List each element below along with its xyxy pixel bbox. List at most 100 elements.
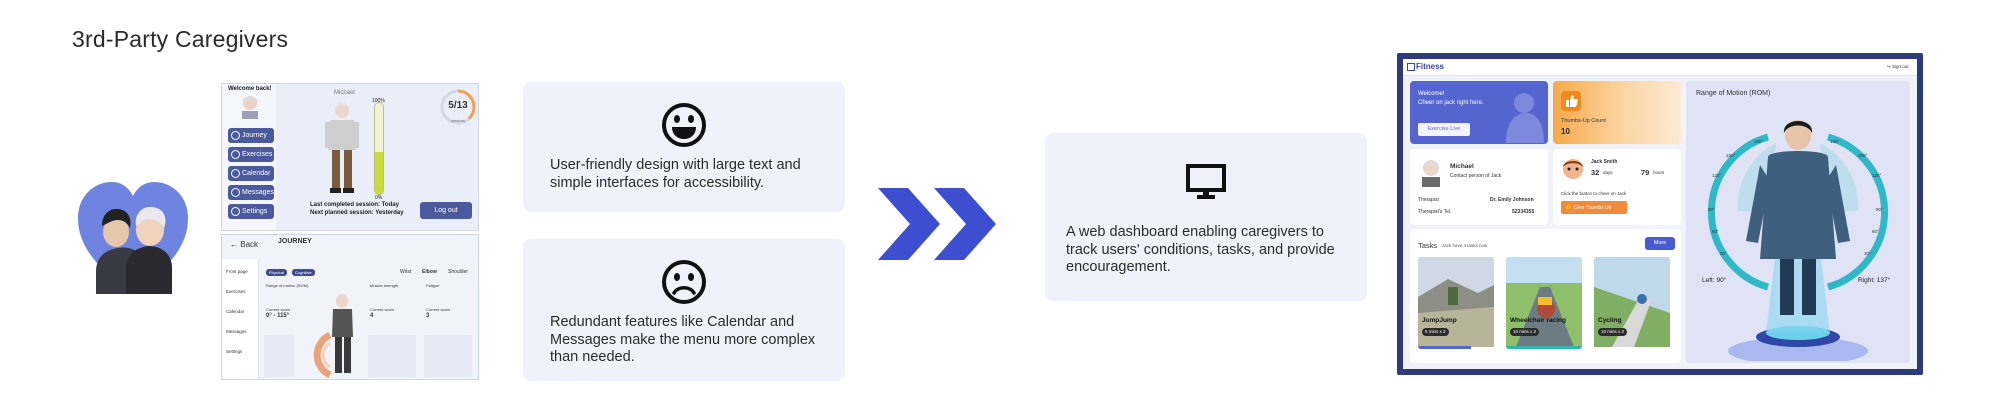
rom-tick-right-top: 180° [1830, 139, 1840, 144]
messages-icon [231, 188, 240, 197]
current-score-label: Current score [370, 307, 395, 312]
nav-messages[interactable]: Messages [226, 329, 247, 334]
strength-column-title: Muscle strength [370, 283, 399, 288]
thumbs-up-icon: 👍 [1565, 204, 1572, 210]
double-chevron-right-icon [878, 188, 996, 260]
joint-elbow[interactable]: Elbow [422, 269, 437, 275]
more-tasks-button[interactable]: More [1645, 237, 1675, 250]
therapist-tel-value: 52334355 [1512, 209, 1535, 215]
patient-days-unit: days [1603, 170, 1613, 175]
rom-gauge [1707, 120, 1889, 361]
therapist-tel-label: Therapist's Tel. [1418, 209, 1452, 215]
fatigue-list-panel [424, 335, 472, 377]
task-progress-bar [1418, 346, 1472, 349]
negative-feedback-text: Redundant features like Calendar and Mes… [550, 314, 816, 365]
tab-cognitive[interactable]: Cognitive [292, 269, 315, 276]
progress-min-label: 0% [375, 195, 383, 201]
nav-settings[interactable]: Settings [226, 349, 243, 354]
positive-feedback-card: User-friendly design with large text and… [523, 82, 845, 212]
give-thumbs-up-button[interactable]: 👍 Give Thumbs Up [1561, 201, 1627, 214]
sign-out-icon: ↪ [1887, 64, 1893, 69]
menu-label: Settings [242, 208, 268, 215]
web-dashboard-text: A web dashboard enabling caregivers to t… [1066, 224, 1335, 275]
patient-info-card: Jack Smith 32 days 79 hours Click the bu… [1553, 149, 1681, 225]
rom-tick-left: 60° [1712, 229, 1719, 234]
rom-title: Range of Motion (ROM) [1696, 90, 1771, 97]
task-duration-badge: 10 mins x 2 [1598, 328, 1628, 336]
task-tile-wheelchair-racing[interactable]: Wheelchair racing 10 mins x 2 [1506, 257, 1582, 349]
menu-exercises-button[interactable]: Exercises [228, 147, 274, 162]
task-tile-cycling[interactable]: Cycling 10 mins x 2 [1594, 257, 1670, 349]
jumpjump-thumbnail [1418, 257, 1494, 347]
calendar-icon [231, 169, 240, 178]
caregiver-info-card: Michael Contact person of Jack Therapist… [1410, 149, 1548, 225]
patient-days: 32 [1591, 168, 1600, 177]
frowning-face-icon [662, 260, 706, 304]
nav-exercises[interactable]: Exercises [226, 289, 246, 294]
thumbs-up-count: 10 [1561, 127, 1570, 136]
welcome-subtext: Cheer on jack right here. [1418, 100, 1484, 106]
last-session-text: Last completed session: Today [310, 202, 399, 208]
negative-feedback-card: Redundant features like Calendar and Mes… [523, 239, 845, 381]
nav-front-page[interactable]: Front page [226, 269, 248, 274]
task-duration-badge: 5 mins x 2 [1422, 328, 1449, 336]
tasks-subtitle: Jack have 4 tasks now [1442, 243, 1488, 248]
web-dashboard-card: A web dashboard enabling caregivers to t… [1045, 133, 1367, 301]
task-name: JumpJump [1422, 317, 1457, 324]
rom-tick-left: 30° [1720, 251, 1727, 256]
rom-tick-right: 60° [1872, 229, 1879, 234]
thumbs-up-card: Thumbs-Up Count 10 [1553, 81, 1681, 144]
rom-column-title: Range of motion (ROM) [266, 283, 309, 288]
task-tile-jumpjump[interactable]: JumpJump 5 mins x 2 [1418, 257, 1494, 349]
tasks-title: Tasks [1418, 241, 1438, 250]
home-sidebar: Welcome back! Journey Exercises Calendar… [222, 84, 276, 230]
rom-tick-left-top: 180° [1754, 139, 1764, 144]
caregiver-dashboard-screenshot: Fitness ↪ Sign out Welcome! Cheer on jac… [1397, 53, 1923, 375]
rom-tick-right: 30° [1864, 251, 1871, 256]
app-journey-screenshot: ← Back JOURNEY Front page Exercises Cale… [221, 234, 479, 380]
rom-left-value: Left: 90° [1702, 277, 1727, 284]
sessions-ring [440, 89, 476, 125]
rom-tick-right: 120° [1872, 173, 1882, 178]
brand-name: Fitness [1416, 62, 1445, 71]
fatigue-column-title: Fatigue [426, 283, 440, 288]
user-name: Michael [334, 90, 355, 96]
menu-settings-button[interactable]: Settings [228, 204, 274, 219]
menu-calendar-button[interactable]: Calendar [228, 166, 274, 181]
menu-journey-button[interactable]: Journey [228, 128, 274, 143]
nav-calendar[interactable]: Calendar [226, 309, 245, 314]
menu-messages-button[interactable]: Messages [228, 185, 274, 200]
avatar-figure [332, 294, 353, 373]
task-name: Cycling [1598, 317, 1622, 324]
tab-physical[interactable]: Physical [266, 269, 287, 276]
joint-wrist[interactable]: Wrist [400, 269, 412, 275]
therapist-value: Dr. Emily Johnson [1490, 197, 1534, 203]
smiling-face-icon [662, 103, 706, 147]
joint-shoulder[interactable]: Shoulder [448, 269, 469, 275]
journey-icon [231, 131, 240, 140]
settings-icon [231, 207, 240, 216]
patient-hours-unit: hours [1653, 170, 1665, 175]
caregiver-role: Contact person of Jack [1450, 173, 1502, 179]
sign-out-label: Sign out [1892, 64, 1909, 69]
menu-label: Journey [242, 132, 267, 139]
logout-button[interactable]: Log out [420, 202, 472, 219]
progress-bar-fill [375, 152, 383, 194]
welcome-card: Welcome! Cheer on jack right here. Exerc… [1410, 81, 1548, 144]
journey-title: JOURNEY [278, 238, 312, 245]
dashboard-header: Fitness ↪ Sign out [1403, 59, 1917, 76]
welcome-text: Welcome back! [228, 86, 272, 92]
task-duration-badge: 10 mins x 2 [1510, 328, 1540, 336]
sign-out-link[interactable]: ↪ Sign out [1887, 64, 1909, 70]
rom-gauge-icon [313, 331, 332, 379]
rom-tick-right: 90° [1876, 207, 1883, 212]
exercise-live-button[interactable]: Exercise Live [1418, 123, 1470, 136]
tasks-card: Tasks Jack have 4 tasks now More JumpJum… [1410, 229, 1681, 363]
back-button[interactable]: ← Back [230, 240, 258, 249]
next-session-text: Next planned session: Yesterday [310, 210, 404, 216]
fitness-logo-icon [1407, 63, 1415, 71]
give-thumbs-up-label: Give Thumbs Up [1574, 205, 1612, 211]
rom-current-value: 0° - 115° [266, 313, 290, 319]
journey-sidebar: Front page Exercises Calendar Messages S… [222, 259, 259, 379]
dashboard-canvas: Fitness ↪ Sign out Welcome! Cheer on jac… [1403, 59, 1917, 369]
